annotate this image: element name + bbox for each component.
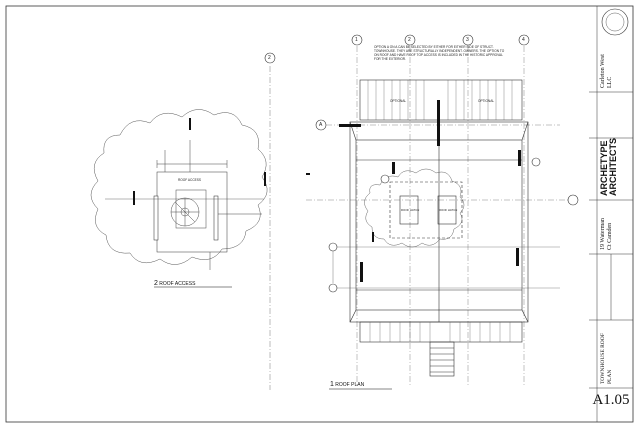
roof-hatch-box bbox=[389, 181, 463, 239]
title-block-lines bbox=[589, 6, 633, 422]
entry-stairs bbox=[429, 341, 455, 377]
roof-access-label: ROOF ACCESS bbox=[178, 178, 202, 182]
section-marks bbox=[339, 100, 521, 282]
grid-label-4: 4 bbox=[522, 37, 525, 43]
drawing-title-block: TOWNHOUSE ROOF PLAN bbox=[600, 333, 613, 384]
grid-label-2: 2 bbox=[408, 37, 411, 43]
seal-logo bbox=[601, 8, 629, 36]
grid-label-a: A bbox=[319, 122, 323, 128]
architect-name: ARCHETYPE ARCHITECTS bbox=[599, 138, 618, 196]
hatch-box bbox=[175, 189, 207, 229]
view-name: ROOF PLAN bbox=[335, 382, 365, 388]
grid-label-1: 1 bbox=[355, 37, 358, 43]
view-number: 1 bbox=[330, 381, 334, 388]
lower-roof-slats bbox=[359, 321, 523, 343]
grid-bubble-2-left bbox=[264, 52, 276, 64]
client-name: Carleton West LLC bbox=[600, 54, 613, 88]
plan-grid-lines bbox=[306, 46, 568, 385]
sheet-border bbox=[5, 5, 634, 423]
roof-access-detail bbox=[90, 109, 268, 270]
view-title-roof-access: 2 ROOF ACCESS bbox=[154, 280, 195, 287]
grid-bubbles-top bbox=[315, 34, 579, 206]
roof-hatch-label-right: ROOF HATCH bbox=[439, 208, 458, 212]
top-note: OPTION A ON A CAN BE SELECTED BY EITHER … bbox=[374, 45, 505, 61]
roof-hatch-label-left: ROOF HATCH bbox=[401, 208, 420, 212]
optional-label-left: OPTIONAL bbox=[390, 99, 407, 103]
view-number: 2 bbox=[154, 280, 158, 287]
view-title-roof-plan: 1 ROOF PLAN bbox=[330, 381, 364, 388]
grid-label-2-left: 2 bbox=[268, 55, 271, 61]
tree-canopy-left bbox=[90, 109, 268, 265]
tree-canopy-plan bbox=[364, 168, 465, 248]
grid-label-3: 3 bbox=[466, 37, 469, 43]
optional-deck bbox=[359, 79, 523, 121]
section-callouts bbox=[328, 157, 541, 293]
view-name: ROOF ACCESS bbox=[159, 281, 196, 287]
project-address: 19 Waterman Ct Camden bbox=[600, 218, 613, 250]
optional-label-right: OPTIONAL bbox=[478, 99, 495, 103]
sheet-number: A1.05 bbox=[592, 392, 630, 408]
